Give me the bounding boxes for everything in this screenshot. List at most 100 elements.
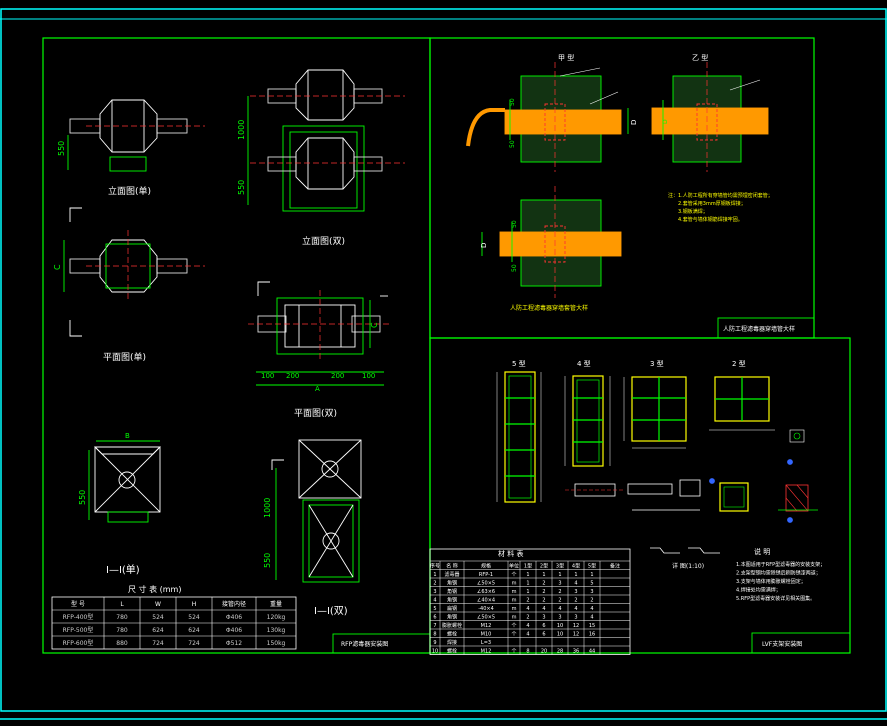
material-table-cell: 9 xyxy=(433,640,436,646)
frame-type-4 xyxy=(564,375,611,467)
detail-b-dim-d: D xyxy=(630,120,638,125)
size-table-cell: 880 xyxy=(116,640,128,647)
material-table-title: 材 料 表 xyxy=(498,549,523,558)
material-table-cell: 2 xyxy=(590,598,593,604)
material-table-cell: 2 xyxy=(526,598,529,604)
frame-type-2 xyxy=(709,376,805,443)
material-table-cell: 10 xyxy=(557,623,563,629)
label-plan-double: 平面图(双) xyxy=(294,408,337,419)
size-table-cell: Φ406 xyxy=(226,627,242,634)
right-top-note: 4.套管与墙体钢筋焊接牢固。 xyxy=(678,216,743,223)
material-table-cell: 螺栓 xyxy=(447,648,457,655)
size-table-cell: 150kg xyxy=(267,640,286,647)
material-table-cell: 20 xyxy=(541,649,547,655)
size-table-cell: Φ512 xyxy=(226,640,242,647)
material-table-cell: 3 xyxy=(574,589,577,595)
size-table-header: 接管内径 xyxy=(222,600,246,608)
size-table-cell: Φ406 xyxy=(226,614,242,621)
notes-title: 说 明 xyxy=(754,547,770,556)
dim-1000: 1000 xyxy=(237,120,246,140)
right-top-note: 注：1.人防工程所有穿墙管均需预埋密闭套管； xyxy=(668,192,773,199)
detail-b-label: 乙 型 xyxy=(692,53,708,62)
dim-550-b: 550 xyxy=(237,180,246,195)
detail-scale-label: 详 图(1:10) xyxy=(672,562,704,570)
section-single-drawing xyxy=(88,440,162,523)
material-table-cell: 12 xyxy=(573,623,579,629)
size-table-cell: 724 xyxy=(188,640,200,647)
material-table-cell: 4 xyxy=(574,581,577,587)
material-table-cell: m xyxy=(512,589,517,595)
right-bottom-note: 1.本图适用于RFP型滤毒器的安装支架； xyxy=(736,561,825,568)
front-single-drawing xyxy=(67,99,205,172)
detail-c-drawing xyxy=(481,186,622,298)
material-table-cell: 角钢 xyxy=(447,580,457,587)
right-bottom-note: 4.焊接处均需满焊； xyxy=(736,587,781,594)
material-table-cell: 4 xyxy=(558,606,561,612)
right-bottom-notes: 1.本图适用于RFP型滤毒器的安装支架；2.支架型钢均需除锈后刷防锈漆两道；3.… xyxy=(736,561,825,602)
material-table-cell: 角钢 xyxy=(447,588,457,595)
size-table-cell: RFP-500型 xyxy=(63,626,94,634)
frame-type-3 xyxy=(623,376,687,449)
material-table-cell: ∠63×6 xyxy=(477,589,495,595)
right-top-note: 2.套管采用3mm厚钢板焊接； xyxy=(678,200,746,207)
dim-c-1: C xyxy=(53,264,62,270)
dim-550-d: 550 xyxy=(263,553,272,568)
material-table-cell: 1 xyxy=(433,572,436,578)
frame-label-5: 5 型 xyxy=(512,359,526,368)
material-table-cell: 4 xyxy=(433,598,436,604)
material-table-header: 单位 xyxy=(509,563,519,570)
material-table-cell: 焊接 xyxy=(447,639,457,646)
right-top-title-text: 人防工程滤毒器穿墙管大样 xyxy=(723,325,795,333)
material-table-cell: 2 xyxy=(542,589,545,595)
frame-label-3: 3 型 xyxy=(650,359,664,368)
material-table-cell: 4 xyxy=(590,606,593,612)
material-table-cell: 个 xyxy=(511,632,516,638)
material-table-cell: 6 xyxy=(433,615,436,621)
right-bottom-note: 2.支架型钢均需除锈后刷防锈漆两道； xyxy=(736,570,821,577)
material-table-cell: 螺栓 xyxy=(447,631,457,638)
material-table-cell: 个 xyxy=(511,649,516,655)
right-bottom-border xyxy=(429,337,851,654)
left-title-block-text: RFP滤毒器安装图 xyxy=(341,640,388,648)
material-table-cell: RFP-1 xyxy=(479,572,493,578)
material-table-frame xyxy=(429,548,631,655)
material-table-cell: 16 xyxy=(589,632,595,638)
material-table-cell: 44 xyxy=(589,649,595,655)
material-table-cell: 2 xyxy=(542,598,545,604)
material-table-cell: 2 xyxy=(542,581,545,587)
material-table-cell: 8 xyxy=(526,649,529,655)
material-table-cell: 4 xyxy=(526,606,529,612)
dim-1000-b: 1000 xyxy=(263,498,272,518)
material-table-cell: 3 xyxy=(558,581,561,587)
material-table-cell: 3 xyxy=(433,589,436,595)
material-table-cell: 2 xyxy=(574,598,577,604)
size-table-cell: 624 xyxy=(152,627,164,634)
material-table-header: 名 称 xyxy=(446,563,458,570)
size-table-cell: 780 xyxy=(116,614,128,621)
material-table-cell: 1 xyxy=(542,572,545,578)
material-table-cell: 36 xyxy=(573,649,579,655)
outer-frame xyxy=(0,8,887,712)
material-table-cell: 1 xyxy=(590,572,593,578)
material-table-header: 5型 xyxy=(588,563,596,570)
frame-type-5 xyxy=(496,371,542,503)
detail-b-drawing xyxy=(627,62,769,172)
size-table-cell: 624 xyxy=(188,627,200,634)
material-table-cell: ∠50×5 xyxy=(477,615,495,621)
dim-200-a: 200 xyxy=(286,372,299,380)
size-table-header: H xyxy=(192,601,197,608)
material-table-cell: 2 xyxy=(433,581,436,587)
detail-b-dim-d2: D xyxy=(662,119,669,124)
material-table-cell: 个 xyxy=(511,572,516,578)
material-table-cell: 4 xyxy=(574,606,577,612)
left-sheet: 550 立面图(单) 1000 550 立面图(双) xyxy=(42,37,431,654)
material-table-cell: 3 xyxy=(558,615,561,621)
label-front-double: 立面图(双) xyxy=(302,235,345,247)
size-table-header: 重量 xyxy=(270,600,282,608)
material-table-cell: L=3 xyxy=(481,640,491,646)
size-table-cell: 120kg xyxy=(267,614,286,621)
material-table-cell: 1 xyxy=(526,589,529,595)
